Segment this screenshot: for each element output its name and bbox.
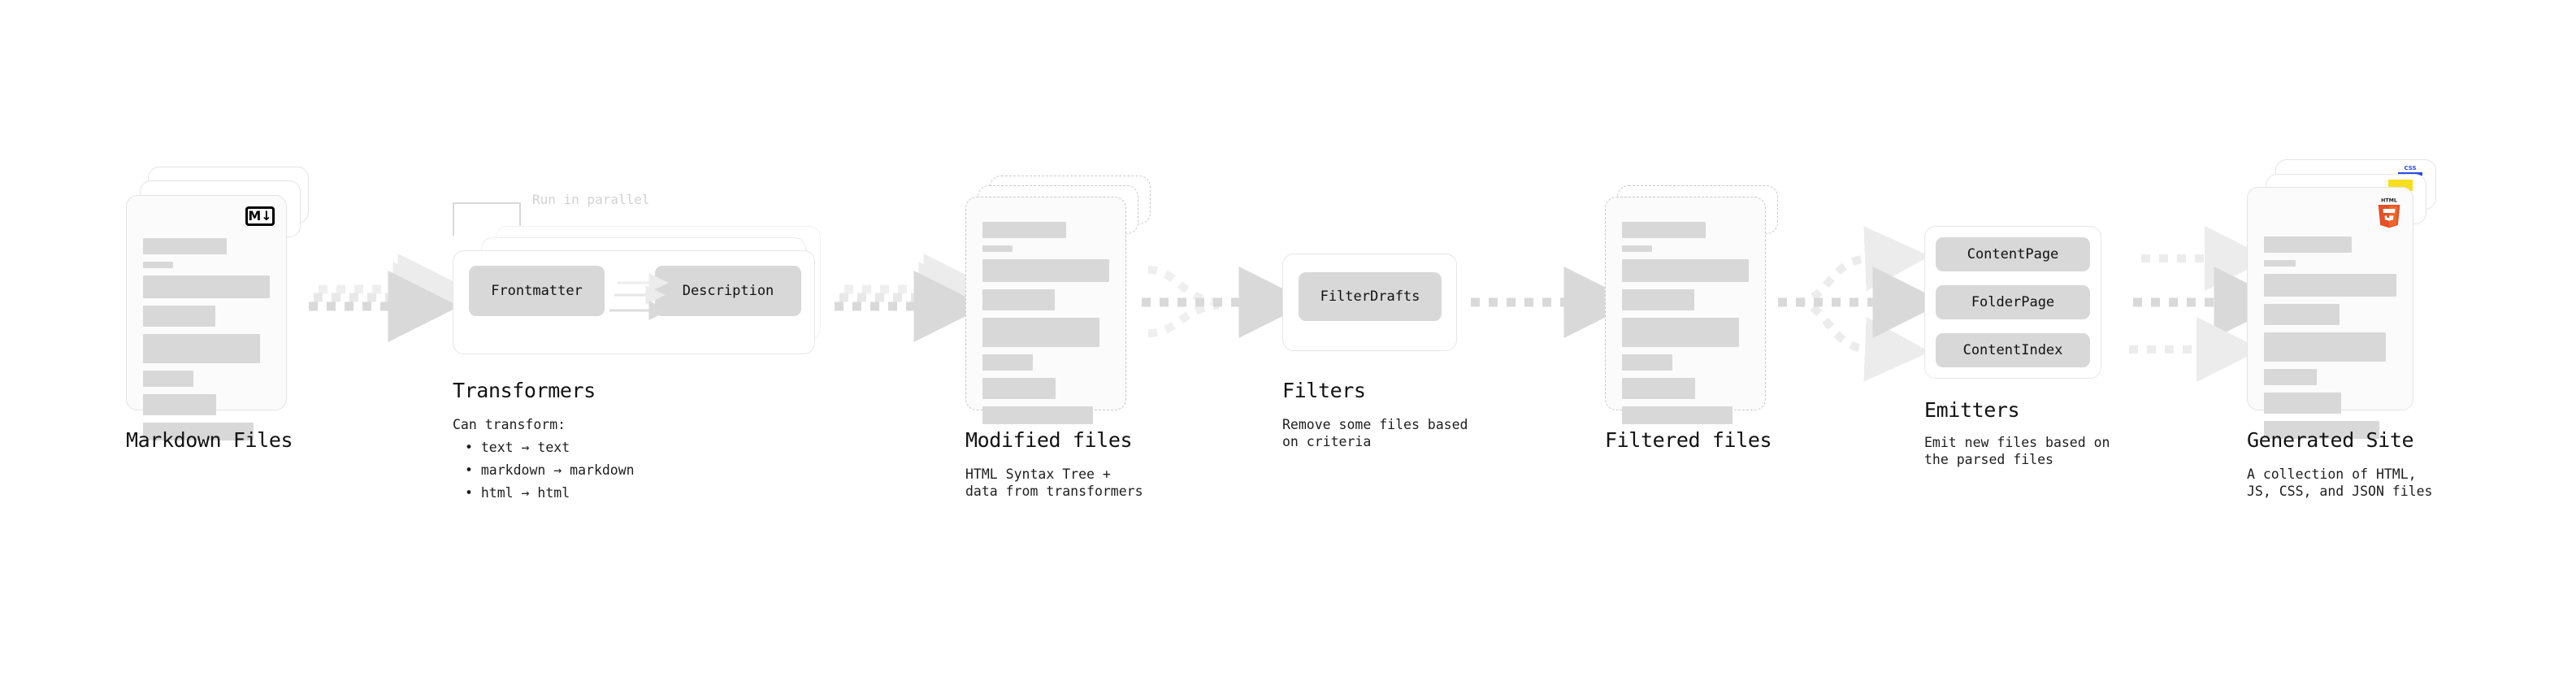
transformers-bullet-1: • markdown → markdown: [465, 462, 635, 478]
arrow-modified-to-filters: [1142, 266, 1311, 338]
generated-site-title: Generated Site: [2247, 428, 2414, 452]
chip-contentpage[interactable]: ContentPage: [1936, 237, 2090, 271]
site-card-front: HTML: [2247, 187, 2413, 439]
modified-doc-bars: [982, 222, 1109, 432]
transformers-subtitle: Can transform:: [453, 417, 566, 432]
filtered-files-title: Filtered files: [1605, 428, 1772, 452]
transformer-layer-front[interactable]: Frontmatter Description: [453, 250, 815, 354]
modified-files-title: Modified files: [965, 428, 1133, 452]
emitters-subtitle: Emit new files based on the parsed files: [1924, 435, 2110, 467]
chip-filterdrafts[interactable]: FilterDrafts: [1299, 272, 1442, 321]
modified-card-front: [965, 197, 1126, 424]
filters-box[interactable]: FilterDrafts: [1282, 254, 1457, 351]
modified-files-subtitle: HTML Syntax Tree + data from transformer…: [965, 466, 1143, 499]
arrow-filtered-to-emitters: [1778, 226, 1945, 382]
chip-description[interactable]: Description: [655, 266, 801, 316]
transformers-bullet-0: • text → text: [465, 440, 570, 455]
arrow-markdown-to-transformers: [309, 254, 470, 342]
chip-frontmatter[interactable]: Frontmatter: [469, 266, 605, 316]
site-doc-bars: [2264, 236, 2396, 446]
filtered-card-front: [1605, 197, 1766, 424]
arrow-emitters-to-site: [2129, 226, 2286, 382]
run-in-parallel-label: Run in parallel: [532, 192, 650, 207]
transformers-bullet-2: • html → html: [465, 485, 570, 501]
emitters-title: Emitters: [1924, 398, 2020, 422]
markdown-card-front: M↓: [126, 195, 287, 440]
html5-badge-icon: HTML: [2378, 198, 2400, 228]
markdown-badge-icon: M↓: [245, 206, 275, 226]
filters-subtitle: Remove some files based on criteria: [1282, 417, 1468, 449]
generated-site-subtitle: A collection of HTML, JS, CSS, and JSON …: [2247, 466, 2433, 499]
markdown-doc-bars: [143, 238, 270, 448]
filtered-doc-bars: [1622, 222, 1749, 432]
emitters-box[interactable]: ContentPage FolderPage ContentIndex: [1924, 226, 2101, 379]
chip-contentindex[interactable]: ContentIndex: [1936, 333, 2090, 367]
arrow-transformers-to-modified: [835, 254, 995, 342]
svg-text:HTML: HTML: [2381, 198, 2397, 204]
transformers-title: Transformers: [453, 379, 596, 402]
filters-title: Filters: [1282, 379, 1366, 402]
markdown-files-title: Markdown Files: [126, 428, 293, 452]
chip-folderpage[interactable]: FolderPage: [1936, 285, 2090, 319]
